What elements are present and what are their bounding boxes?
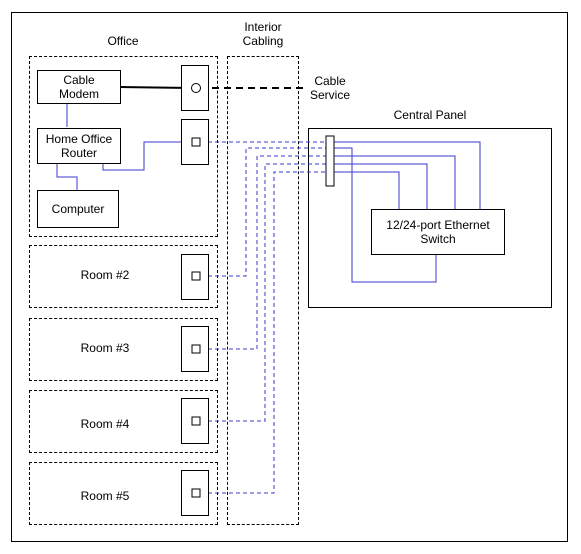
ethernet-switch-box: 12/24-port Ethernet Switch [371, 209, 505, 255]
office-zone [29, 56, 218, 237]
modem-cable-link [120, 86, 193, 89]
room-5-label: Room #5 [80, 489, 130, 503]
room-5-jack-icon [191, 488, 201, 498]
patch-1 [333, 141, 481, 210]
diagram-frame [11, 12, 568, 542]
cable-modem-box: Cable Modem [37, 70, 121, 104]
router-box: Home Office Router [37, 128, 121, 164]
computer-box: Computer [37, 190, 119, 228]
coax-jack-icon [191, 83, 201, 93]
interior-cabling-label: Interior Cabling [242, 20, 284, 48]
patch-panel [325, 135, 335, 187]
room-2-jack-icon [191, 271, 201, 281]
room-3-label: Room #3 [80, 341, 130, 355]
room-2-label: Room #2 [80, 268, 130, 282]
patch-2 [333, 147, 437, 283]
room-2-run [201, 147, 330, 277]
room-4-label: Room #4 [80, 417, 130, 431]
patch-5 [333, 171, 400, 210]
interior-cabling-zone [227, 56, 299, 525]
patch-4 [333, 163, 428, 210]
room-5-run [201, 171, 330, 494]
room-3-run [201, 155, 330, 350]
cable-service-label: Cable Service [309, 74, 350, 102]
office-label: Office [107, 34, 139, 48]
office-ethernet-jack-icon [191, 137, 201, 147]
room-4-jack-icon [191, 416, 201, 426]
room-3-jack-icon [191, 344, 201, 354]
patch-3 [333, 155, 456, 210]
room-4-run [201, 163, 330, 422]
router-office-jack-link [102, 141, 195, 171]
router-computer-link [56, 163, 78, 190]
central-panel-label: Central Panel [393, 108, 467, 122]
